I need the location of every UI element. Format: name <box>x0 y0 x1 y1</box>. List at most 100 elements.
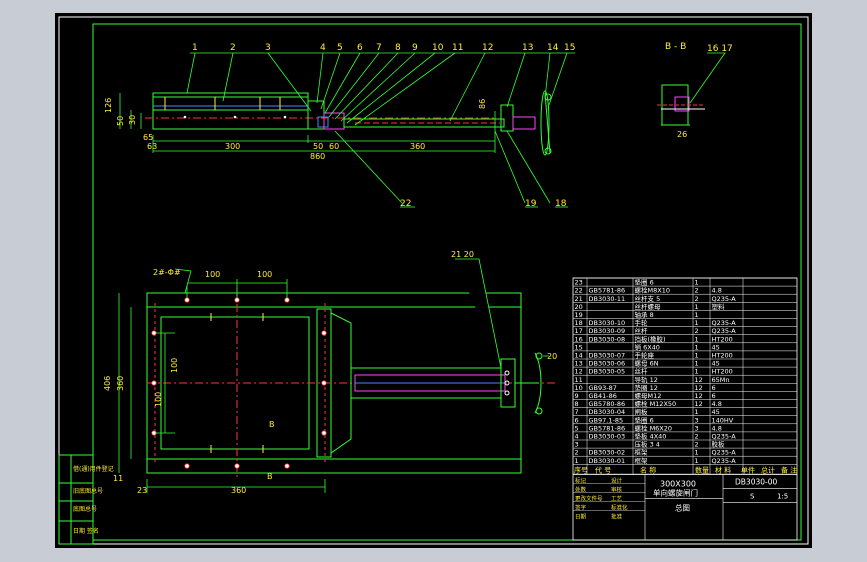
bom-cell: 21 <box>575 295 583 303</box>
bom-cell: 4.8 <box>712 400 722 408</box>
bom-cell: 22 <box>575 287 583 295</box>
bom-cell: 9 <box>575 392 579 400</box>
bom-header-cell: 名 称 <box>640 465 656 474</box>
bom-cell: 45 <box>712 360 720 368</box>
section-label: B - B <box>665 42 686 52</box>
bom-cell: 4.8 <box>712 287 722 295</box>
bom-cell: 胶板 <box>712 440 726 449</box>
bom-header-cell: 数量 <box>695 465 709 474</box>
dim-26: 26 <box>677 130 687 139</box>
bom-cell: 3 <box>695 424 699 432</box>
bom-cell: 8 <box>575 400 579 408</box>
bom-cell: 1 <box>695 303 699 311</box>
bom-cell: 3 <box>575 441 579 449</box>
callout-6: 6 <box>357 43 363 53</box>
callout-18: 18 <box>555 199 567 209</box>
stamp-label: 借(通)用件登记 <box>73 465 114 473</box>
dim-50: 50 <box>116 116 125 126</box>
callout-5: 5 <box>337 43 343 53</box>
bom-cell: 5 <box>575 424 579 432</box>
bom-cell: HT200 <box>712 335 733 343</box>
bom-cell: DB3030-09 <box>589 327 626 335</box>
product-name: 单向螺旋闸门 <box>653 487 698 497</box>
callout-21-20: 21 20 <box>451 250 474 259</box>
callout-1: 1 <box>192 43 198 53</box>
section-b-b-view: B - B 16 17 26 <box>657 42 733 139</box>
callout-20: 20 <box>547 352 557 361</box>
bom-cell: 1 <box>695 368 699 376</box>
dim-86: 86 <box>478 99 487 109</box>
stamp-label: 日期 签名 <box>73 527 99 535</box>
bom-cell: 6 <box>712 384 716 392</box>
plan-dim-11: 11 <box>113 474 123 483</box>
title-left-label: 处数 <box>575 485 587 493</box>
bom-cell: 4.8 <box>712 424 722 432</box>
bom-cell: 手轮座 <box>635 351 655 360</box>
bom-cell: 12 <box>695 400 703 408</box>
bom-cell: 1 <box>695 360 699 368</box>
bom-cell: 6 <box>575 416 579 424</box>
title-left-label: 签字 <box>575 503 587 511</box>
bom-cell: 1 <box>695 449 699 457</box>
bom-cell: 11 <box>575 376 583 384</box>
bom-cell: 销 6X40 <box>635 342 660 351</box>
plan-dim-23: 23 <box>137 486 147 495</box>
bom-cell: 2 <box>695 441 699 449</box>
bom-cell: 12 <box>575 368 583 376</box>
bom-cell: 3 <box>695 416 699 424</box>
bom-cell: GB5781-86 <box>589 287 626 295</box>
plan-dim-100v: 100 <box>170 358 179 373</box>
sheet-mark: S <box>750 492 755 500</box>
bom-header-cell: 材 料 <box>715 465 731 474</box>
bom-cell: 2 <box>695 295 699 303</box>
callout-19: 19 <box>525 199 537 209</box>
stamp-label: 底图总号 <box>73 505 97 513</box>
bom-cell: 1 <box>695 335 699 343</box>
bom-cell: 13 <box>575 360 583 368</box>
bom-header-cell: 总计 <box>761 465 775 474</box>
callout-4: 4 <box>320 43 326 53</box>
callout-22: 22 <box>400 199 411 209</box>
scale: 1:5 <box>777 492 788 500</box>
bom-cell: DB3030-05 <box>589 368 626 376</box>
bom-cell: 螺栓 M12X50 <box>635 399 677 408</box>
callout-15: 15 <box>564 43 575 53</box>
bom-cell: 螺栓 M6X20 <box>635 423 673 432</box>
callout-14: 14 <box>547 43 559 53</box>
callout-8: 8 <box>395 43 401 53</box>
dim-860: 860 <box>310 152 325 161</box>
bom-cell: 12 <box>695 376 703 384</box>
bom-cell: 23 <box>575 279 583 287</box>
bom-header-cell: 序号 <box>574 465 588 474</box>
bom-cell: DB3030-11 <box>589 295 626 303</box>
bom-cell: Q235-A <box>712 433 737 441</box>
bom-cell: 垫圈 6 <box>635 415 654 424</box>
callout-12: 12 <box>482 43 493 53</box>
callout-3: 3 <box>265 43 271 53</box>
section-b-bottom-mark: B <box>267 472 273 481</box>
bom-cell: 压板 3 4 <box>635 440 660 449</box>
bom-cell: 20 <box>575 303 583 311</box>
bom-cell: 垫圈 12 <box>635 383 658 392</box>
plan-dim-360h: 360 <box>231 486 246 495</box>
bom-cell: GB41-86 <box>589 392 617 400</box>
bom-cell: 7 <box>575 408 579 416</box>
bom-cell: DB3030-01 <box>589 457 626 465</box>
plan-pitch-label: 2#-Φ# <box>153 268 181 277</box>
bom-cell: 螺母M12 <box>635 391 662 400</box>
bom-cell: 塑料 <box>712 302 726 311</box>
callout-13: 13 <box>522 43 533 53</box>
bom-cell: 轴承 8 <box>635 310 654 319</box>
bom-cell: GB97.1-85 <box>589 416 624 424</box>
drawing-kind: 总图 <box>675 502 690 512</box>
bom-header-cell: 备 注 <box>781 465 797 474</box>
bom-cell: DB3030-08 <box>589 335 626 343</box>
bom-cell: 2 <box>695 327 699 335</box>
